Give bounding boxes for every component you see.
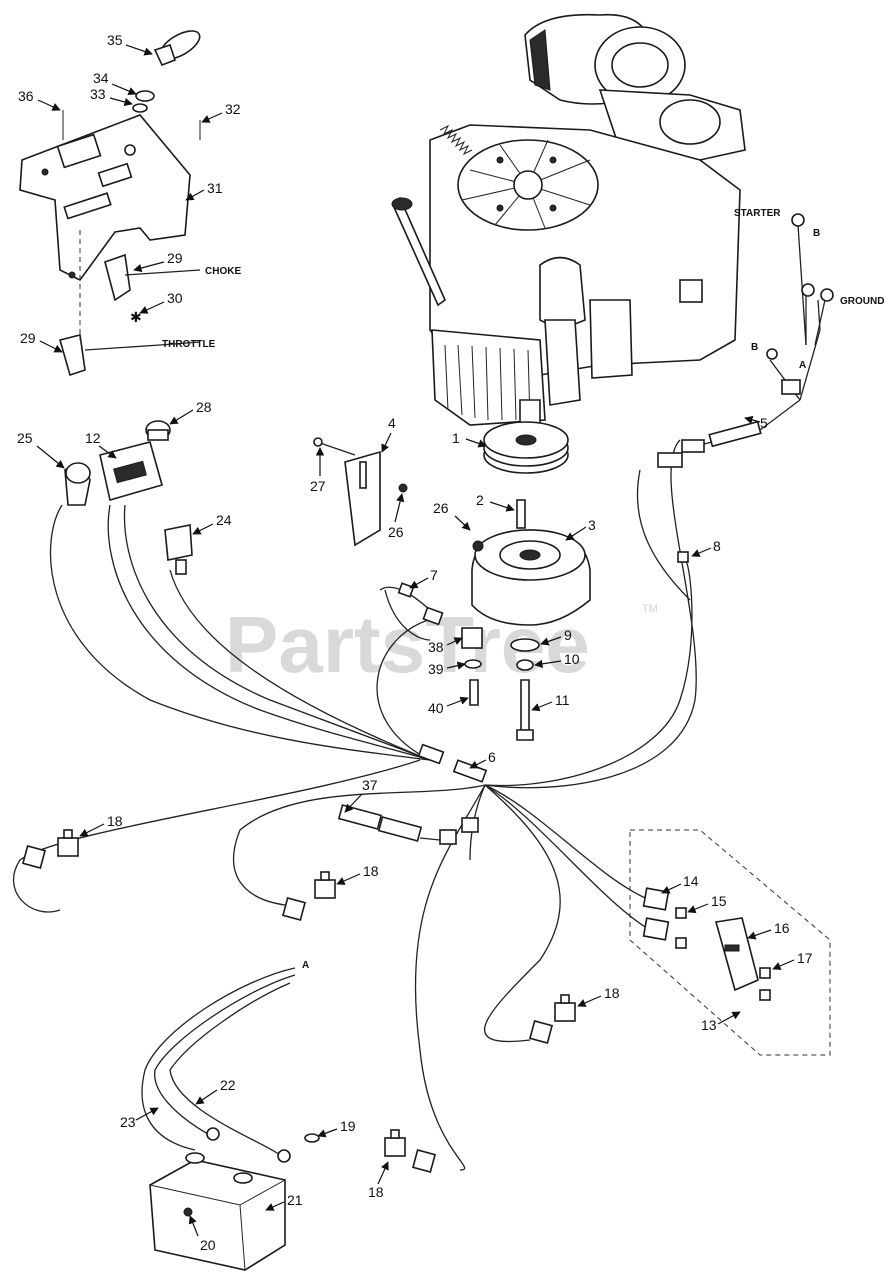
label-ground: GROUND [840,296,884,307]
callout-18a: 18 [107,813,123,829]
callout-32: 32 [225,101,241,117]
label-starter: STARTER [734,208,781,219]
callout-21: 21 [287,1192,303,1208]
watermark-trademark: TM [642,603,658,615]
callout-2: 2 [476,492,484,508]
pto-clutch [461,421,591,741]
callout-23: 23 [120,1114,136,1130]
callout-27: 27 [310,478,326,494]
fuse-holder-group [629,829,831,1056]
callout-28: 28 [196,399,212,415]
callout-26a: 26 [433,500,449,516]
callout-18b: 18 [363,863,379,879]
cooling-fan [461,139,591,229]
callout-33: 33 [90,86,106,102]
callout-4: 4 [388,415,396,431]
cable-controls: ✱ [59,230,201,377]
callout-13: 13 [701,1017,717,1033]
callout-1: 1 [452,430,460,446]
callout-18c: 18 [604,985,620,1001]
callout-8: 8 [713,538,721,554]
callout-29a: 29 [167,250,183,266]
battery-assembly [141,967,320,1271]
callout-22: 22 [220,1077,236,1093]
callout-37: 37 [362,777,378,793]
callout-36: 36 [18,88,34,104]
callout-10: 10 [564,651,580,667]
callout-15: 15 [711,893,727,909]
callout-30: 30 [167,290,183,306]
callout-5: 5 [760,415,768,431]
svg-text:✱: ✱ [130,309,142,325]
callout-17: 17 [797,950,813,966]
callout-7: 7 [430,567,438,583]
harness-37 [337,804,479,845]
callout-24: 24 [216,512,232,528]
clutch-bracket [313,437,408,547]
callout-35: 35 [107,32,123,48]
callout-14: 14 [683,873,699,889]
callout-19: 19 [340,1118,356,1134]
callout-20: 20 [200,1237,216,1253]
label-choke: CHOKE [205,266,241,277]
key-switch [62,30,201,140]
wire-labels: STARTER B GROUND A B CHOKE THROTTLE A [162,208,884,971]
engine [391,13,746,431]
label-b-top: B [813,228,820,239]
callouts: 1 2 3 4 5 6 7 8 9 10 11 12 13 14 15 16 1… [17,32,813,1253]
callout-11: 11 [555,692,570,708]
label-throttle: THROTTLE [162,339,216,350]
callout-12: 12 [85,430,101,446]
callout-6: 6 [488,749,496,765]
callout-3: 3 [588,517,596,533]
label-a-battery: A [302,960,309,971]
callout-31: 31 [207,180,223,196]
callout-9: 9 [564,627,572,643]
callout-34: 34 [93,70,109,86]
callout-25: 25 [17,430,33,446]
callout-26b: 26 [388,524,404,540]
label-b-lead: B [751,342,758,353]
callout-29b: 29 [20,330,36,346]
callout-16: 16 [774,920,790,936]
callout-39: 39 [428,661,444,677]
seat-switches [21,829,576,1174]
label-a-top: A [799,360,806,371]
dash-panel [19,114,191,282]
callout-18d: 18 [368,1184,384,1200]
callout-38: 38 [428,639,444,655]
callout-40: 40 [428,700,444,716]
